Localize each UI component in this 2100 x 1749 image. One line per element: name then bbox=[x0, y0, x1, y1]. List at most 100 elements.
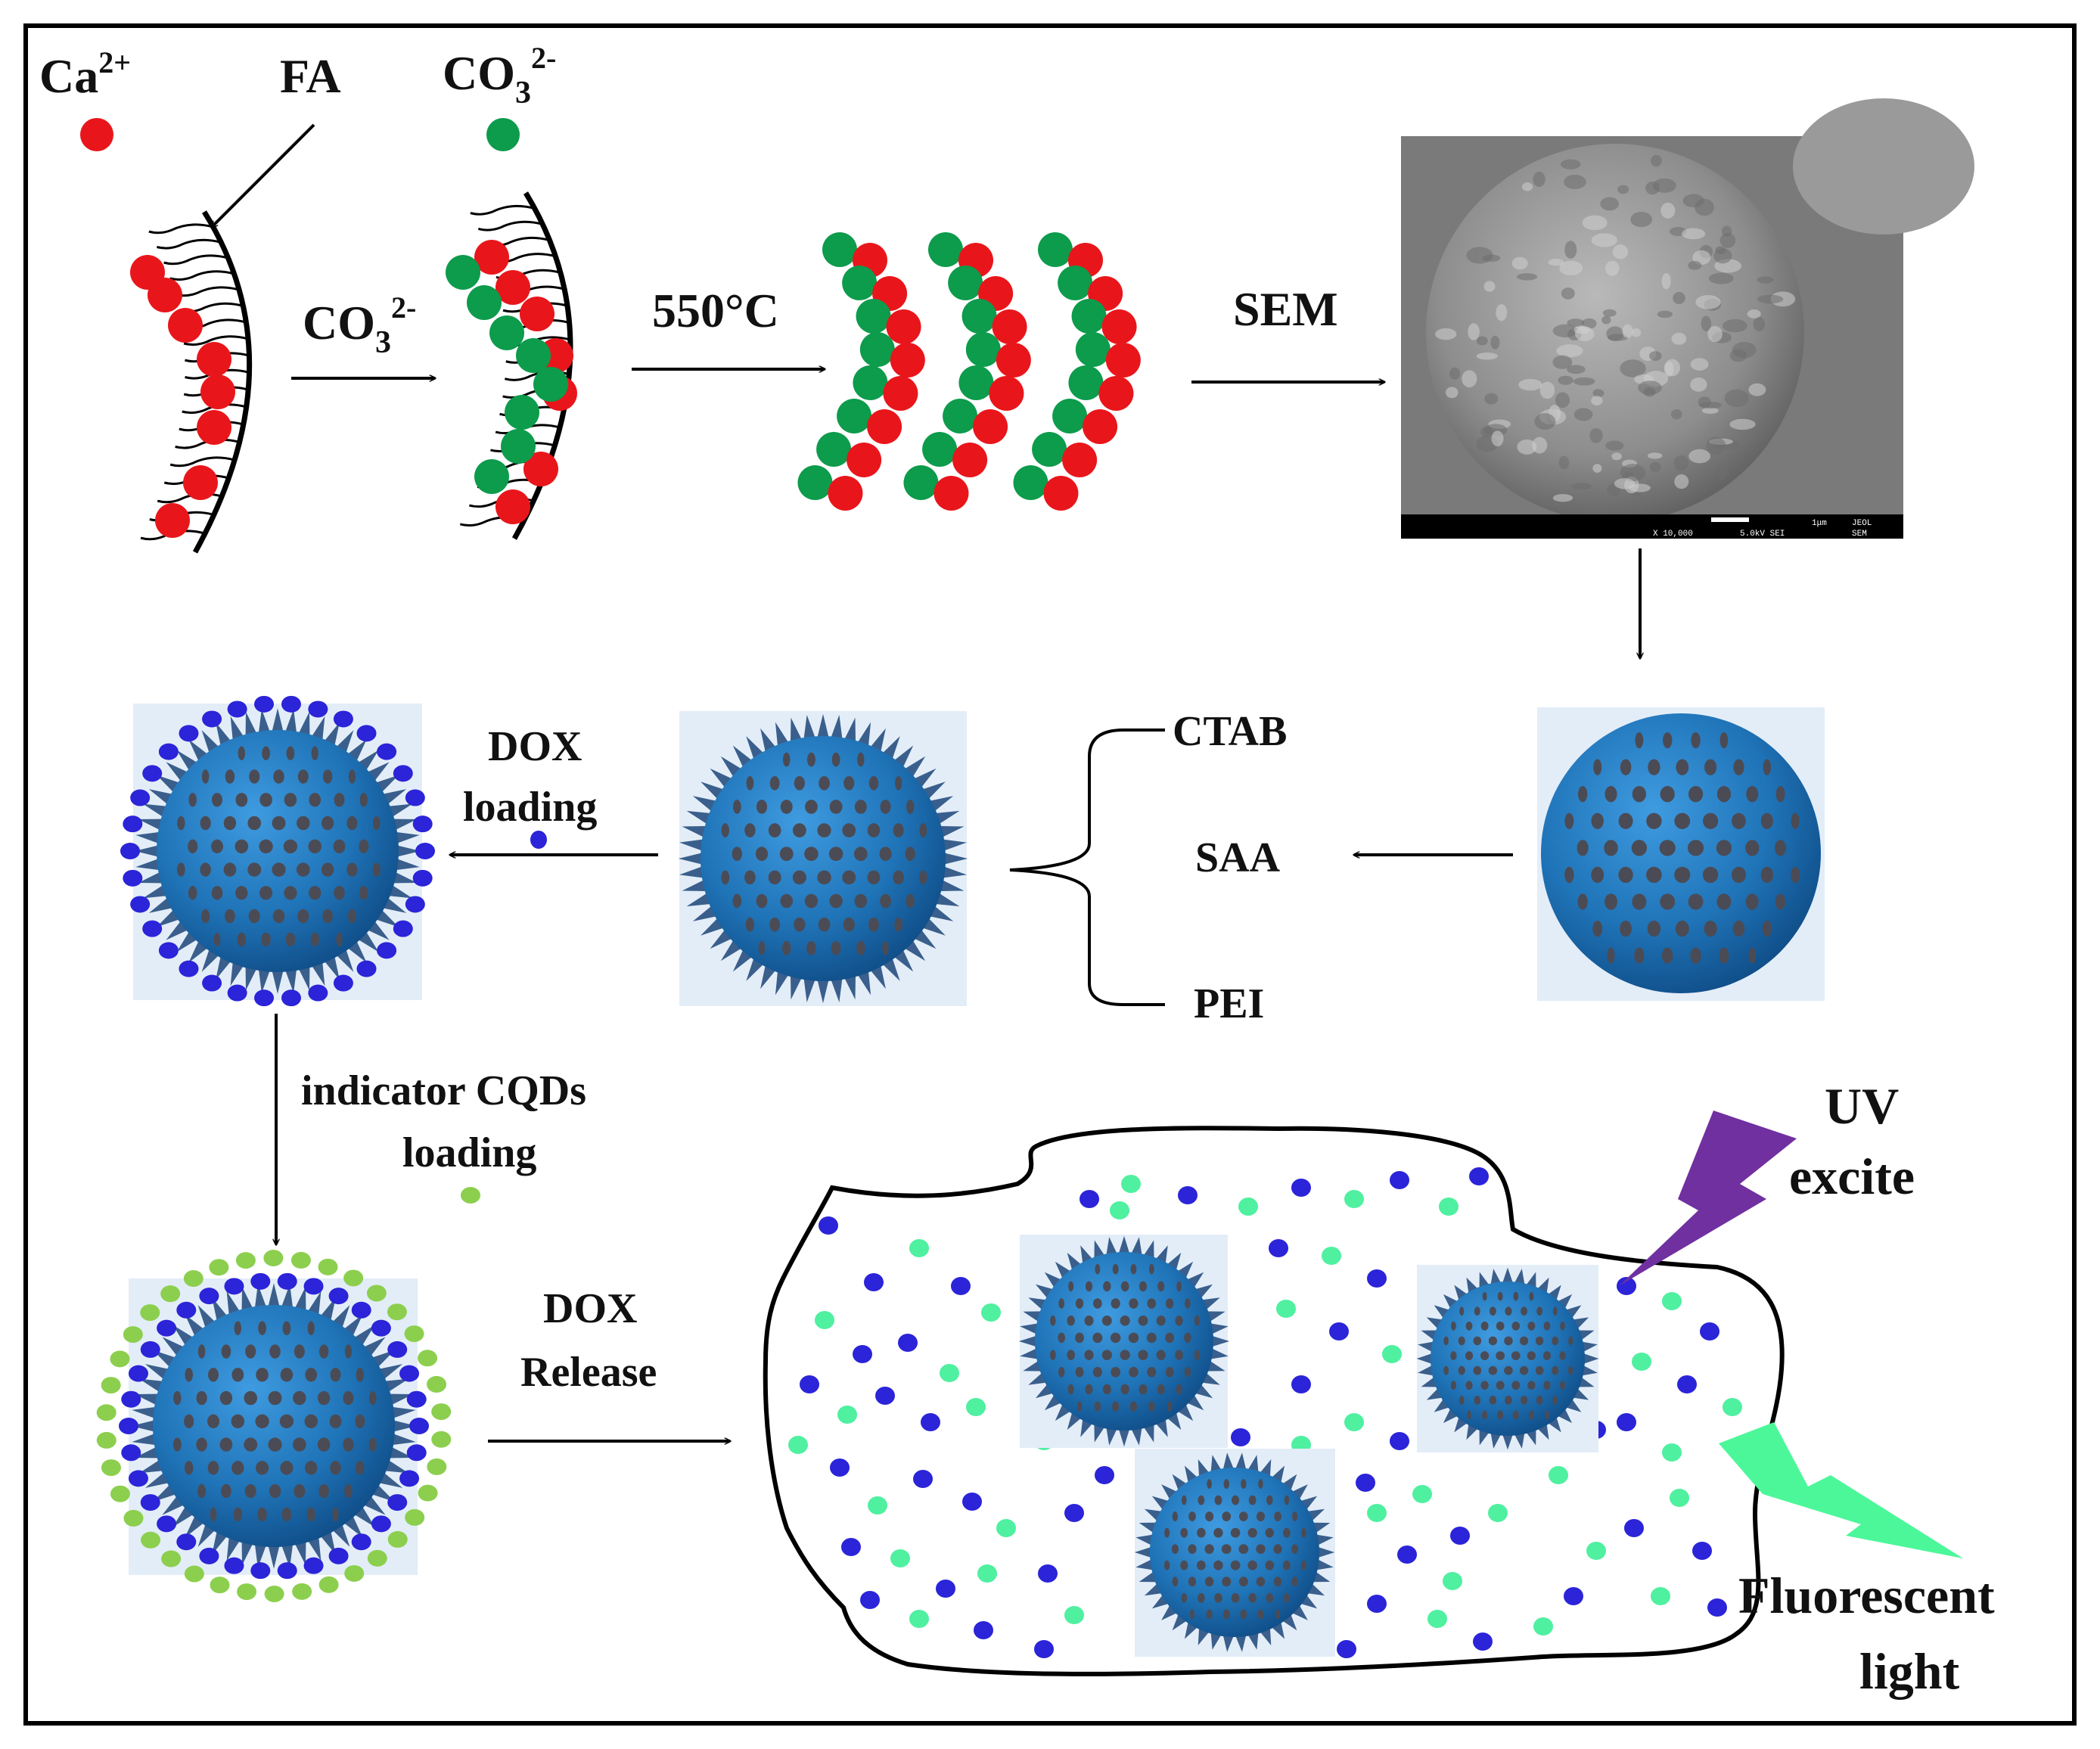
porous-sphere-body bbox=[153, 1305, 395, 1547]
pore bbox=[332, 1507, 339, 1522]
sem-surface-feature bbox=[1511, 256, 1528, 270]
pore bbox=[1688, 893, 1704, 910]
pore bbox=[1257, 1609, 1264, 1620]
dox-molecule bbox=[333, 710, 353, 728]
dox-molecule bbox=[921, 1413, 940, 1431]
calcium-ion bbox=[867, 409, 902, 444]
pore bbox=[1258, 1479, 1263, 1489]
pore bbox=[1482, 1291, 1487, 1301]
sem-mode-text: SEM bbox=[1852, 530, 1867, 539]
surfactant-chain bbox=[182, 403, 247, 415]
pore bbox=[223, 862, 237, 877]
pore bbox=[1647, 920, 1661, 937]
pore bbox=[1222, 1511, 1232, 1522]
pore bbox=[1204, 1577, 1214, 1587]
uv-lightning-icon bbox=[1619, 1111, 1797, 1286]
sem-surface-feature bbox=[1673, 291, 1685, 305]
pore bbox=[1084, 1315, 1094, 1326]
cqd-particle bbox=[292, 1583, 312, 1600]
pore bbox=[321, 862, 334, 877]
carbonate-ion bbox=[1071, 299, 1107, 334]
cqd-particle bbox=[1723, 1398, 1742, 1416]
pore bbox=[200, 815, 211, 831]
calcination-label: 550°C bbox=[652, 284, 779, 337]
pore bbox=[1129, 1401, 1138, 1412]
dox-molecule bbox=[142, 765, 163, 782]
pore bbox=[1505, 1396, 1512, 1405]
cqd-particle bbox=[343, 1269, 364, 1287]
sem-surface-feature bbox=[1617, 185, 1629, 194]
pore bbox=[1733, 759, 1744, 775]
carbonate-ion bbox=[822, 232, 857, 267]
dox-molecule bbox=[898, 1334, 918, 1352]
carbonate-ion bbox=[948, 266, 983, 300]
pore bbox=[768, 870, 781, 885]
surfactant-chain bbox=[140, 530, 206, 541]
pore bbox=[780, 800, 793, 814]
cqd-particle bbox=[1488, 1504, 1508, 1522]
pore bbox=[1266, 1495, 1273, 1505]
pore bbox=[1719, 947, 1729, 964]
sem-surface-feature bbox=[1722, 318, 1747, 333]
pore bbox=[1274, 1511, 1281, 1522]
pore bbox=[188, 839, 198, 854]
sem-surface-feature bbox=[1629, 483, 1651, 492]
sem-surface-feature bbox=[1582, 215, 1608, 231]
sem-surface-feature bbox=[1483, 281, 1496, 292]
pore bbox=[235, 886, 248, 900]
pore bbox=[1519, 1365, 1529, 1375]
pore bbox=[207, 1461, 219, 1475]
pore bbox=[333, 839, 346, 854]
dox-molecule bbox=[120, 843, 140, 859]
pore bbox=[329, 1414, 342, 1429]
pore bbox=[233, 1507, 242, 1522]
dox-molecule bbox=[121, 1390, 141, 1408]
calcium-ion bbox=[495, 489, 530, 524]
pore bbox=[1148, 1401, 1155, 1412]
pore bbox=[1661, 947, 1673, 964]
sem-surface-feature bbox=[1560, 159, 1581, 169]
pore bbox=[1632, 893, 1647, 910]
calcium-ion-dots bbox=[130, 255, 235, 538]
sem-surface-feature bbox=[1706, 436, 1726, 455]
pore bbox=[806, 941, 816, 955]
calcium-ion bbox=[523, 452, 558, 486]
pore bbox=[336, 932, 343, 947]
pore bbox=[1691, 732, 1701, 749]
pore bbox=[1528, 1410, 1534, 1420]
sem-surface-feature bbox=[1539, 381, 1555, 399]
pore bbox=[235, 793, 248, 807]
surfactant-chain bbox=[185, 368, 250, 380]
pore bbox=[1497, 1410, 1504, 1420]
pore bbox=[1129, 1298, 1139, 1309]
pore bbox=[1450, 1351, 1457, 1360]
pore bbox=[1527, 1321, 1536, 1331]
pore bbox=[237, 932, 246, 947]
pore bbox=[1241, 1479, 1247, 1489]
dox-molecule bbox=[1564, 1587, 1583, 1605]
sem-surface-feature bbox=[1552, 355, 1573, 369]
pore bbox=[304, 1414, 318, 1429]
sem-surface-feature bbox=[1559, 260, 1583, 276]
pore bbox=[756, 800, 768, 814]
pore bbox=[1120, 1384, 1129, 1395]
sem-surface-feature bbox=[1692, 250, 1711, 266]
pore bbox=[756, 893, 768, 909]
pore bbox=[196, 1437, 207, 1452]
pore bbox=[882, 941, 889, 955]
sem-surface-feature bbox=[1674, 474, 1689, 489]
pore bbox=[1188, 1511, 1196, 1522]
dox-molecule bbox=[1617, 1277, 1636, 1295]
pore bbox=[1176, 1281, 1182, 1292]
pore bbox=[1256, 1544, 1266, 1555]
calcium-ion bbox=[1062, 443, 1098, 477]
pore bbox=[356, 1368, 365, 1382]
carbonate-ion bbox=[853, 365, 888, 400]
sem-surface-feature bbox=[1701, 407, 1719, 414]
pore bbox=[212, 793, 222, 807]
pore bbox=[1247, 1560, 1257, 1570]
dox-molecule bbox=[277, 1562, 297, 1580]
cqd-particle bbox=[1344, 1190, 1364, 1208]
carbonate-ion bbox=[489, 315, 524, 350]
cqd-particle bbox=[235, 1252, 256, 1269]
